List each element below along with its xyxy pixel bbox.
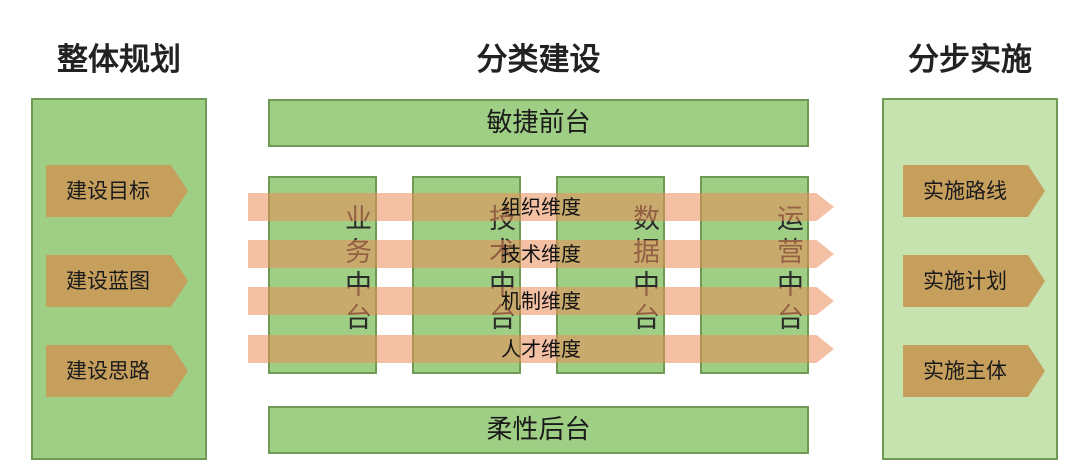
- left-chevron-approach: 建设思路: [46, 345, 188, 397]
- flexible-back-bar: 柔性后台: [268, 406, 809, 454]
- dimension-label-mechanism: 机制维度: [501, 289, 581, 313]
- right-chevron-route: 实施路线: [903, 165, 1045, 217]
- column-operations-label: 运营中台: [772, 204, 803, 336]
- dimension-label-organization: 组织维度: [501, 195, 581, 219]
- dimension-arrow-mechanism: [248, 287, 834, 315]
- dimension-arrow-organization: [248, 193, 834, 221]
- dimension-label-technology: 技术维度: [501, 242, 581, 266]
- column-technology-label: 技术中台: [484, 204, 515, 336]
- column-data-label: 数据中台: [628, 204, 659, 336]
- right-chevron-plan: 实施计划: [903, 255, 1045, 307]
- dimension-arrow-talent: [248, 335, 834, 363]
- left-chevron-blueprint: 建设蓝图: [46, 255, 188, 307]
- heading-categorized-construction: 分类建设: [476, 42, 601, 78]
- column-business-label: 业务中台: [340, 204, 371, 336]
- heading-overall-planning: 整体规划: [57, 42, 181, 78]
- heading-stepwise-implementation: 分步实施: [908, 42, 1032, 78]
- agile-front-bar: 敏捷前台: [268, 99, 809, 147]
- dimension-arrow-technology: [248, 240, 834, 268]
- left-chevron-goal: 建设目标: [46, 165, 188, 217]
- right-chevron-subject: 实施主体: [903, 345, 1045, 397]
- dimension-label-talent: 人才维度: [501, 337, 581, 361]
